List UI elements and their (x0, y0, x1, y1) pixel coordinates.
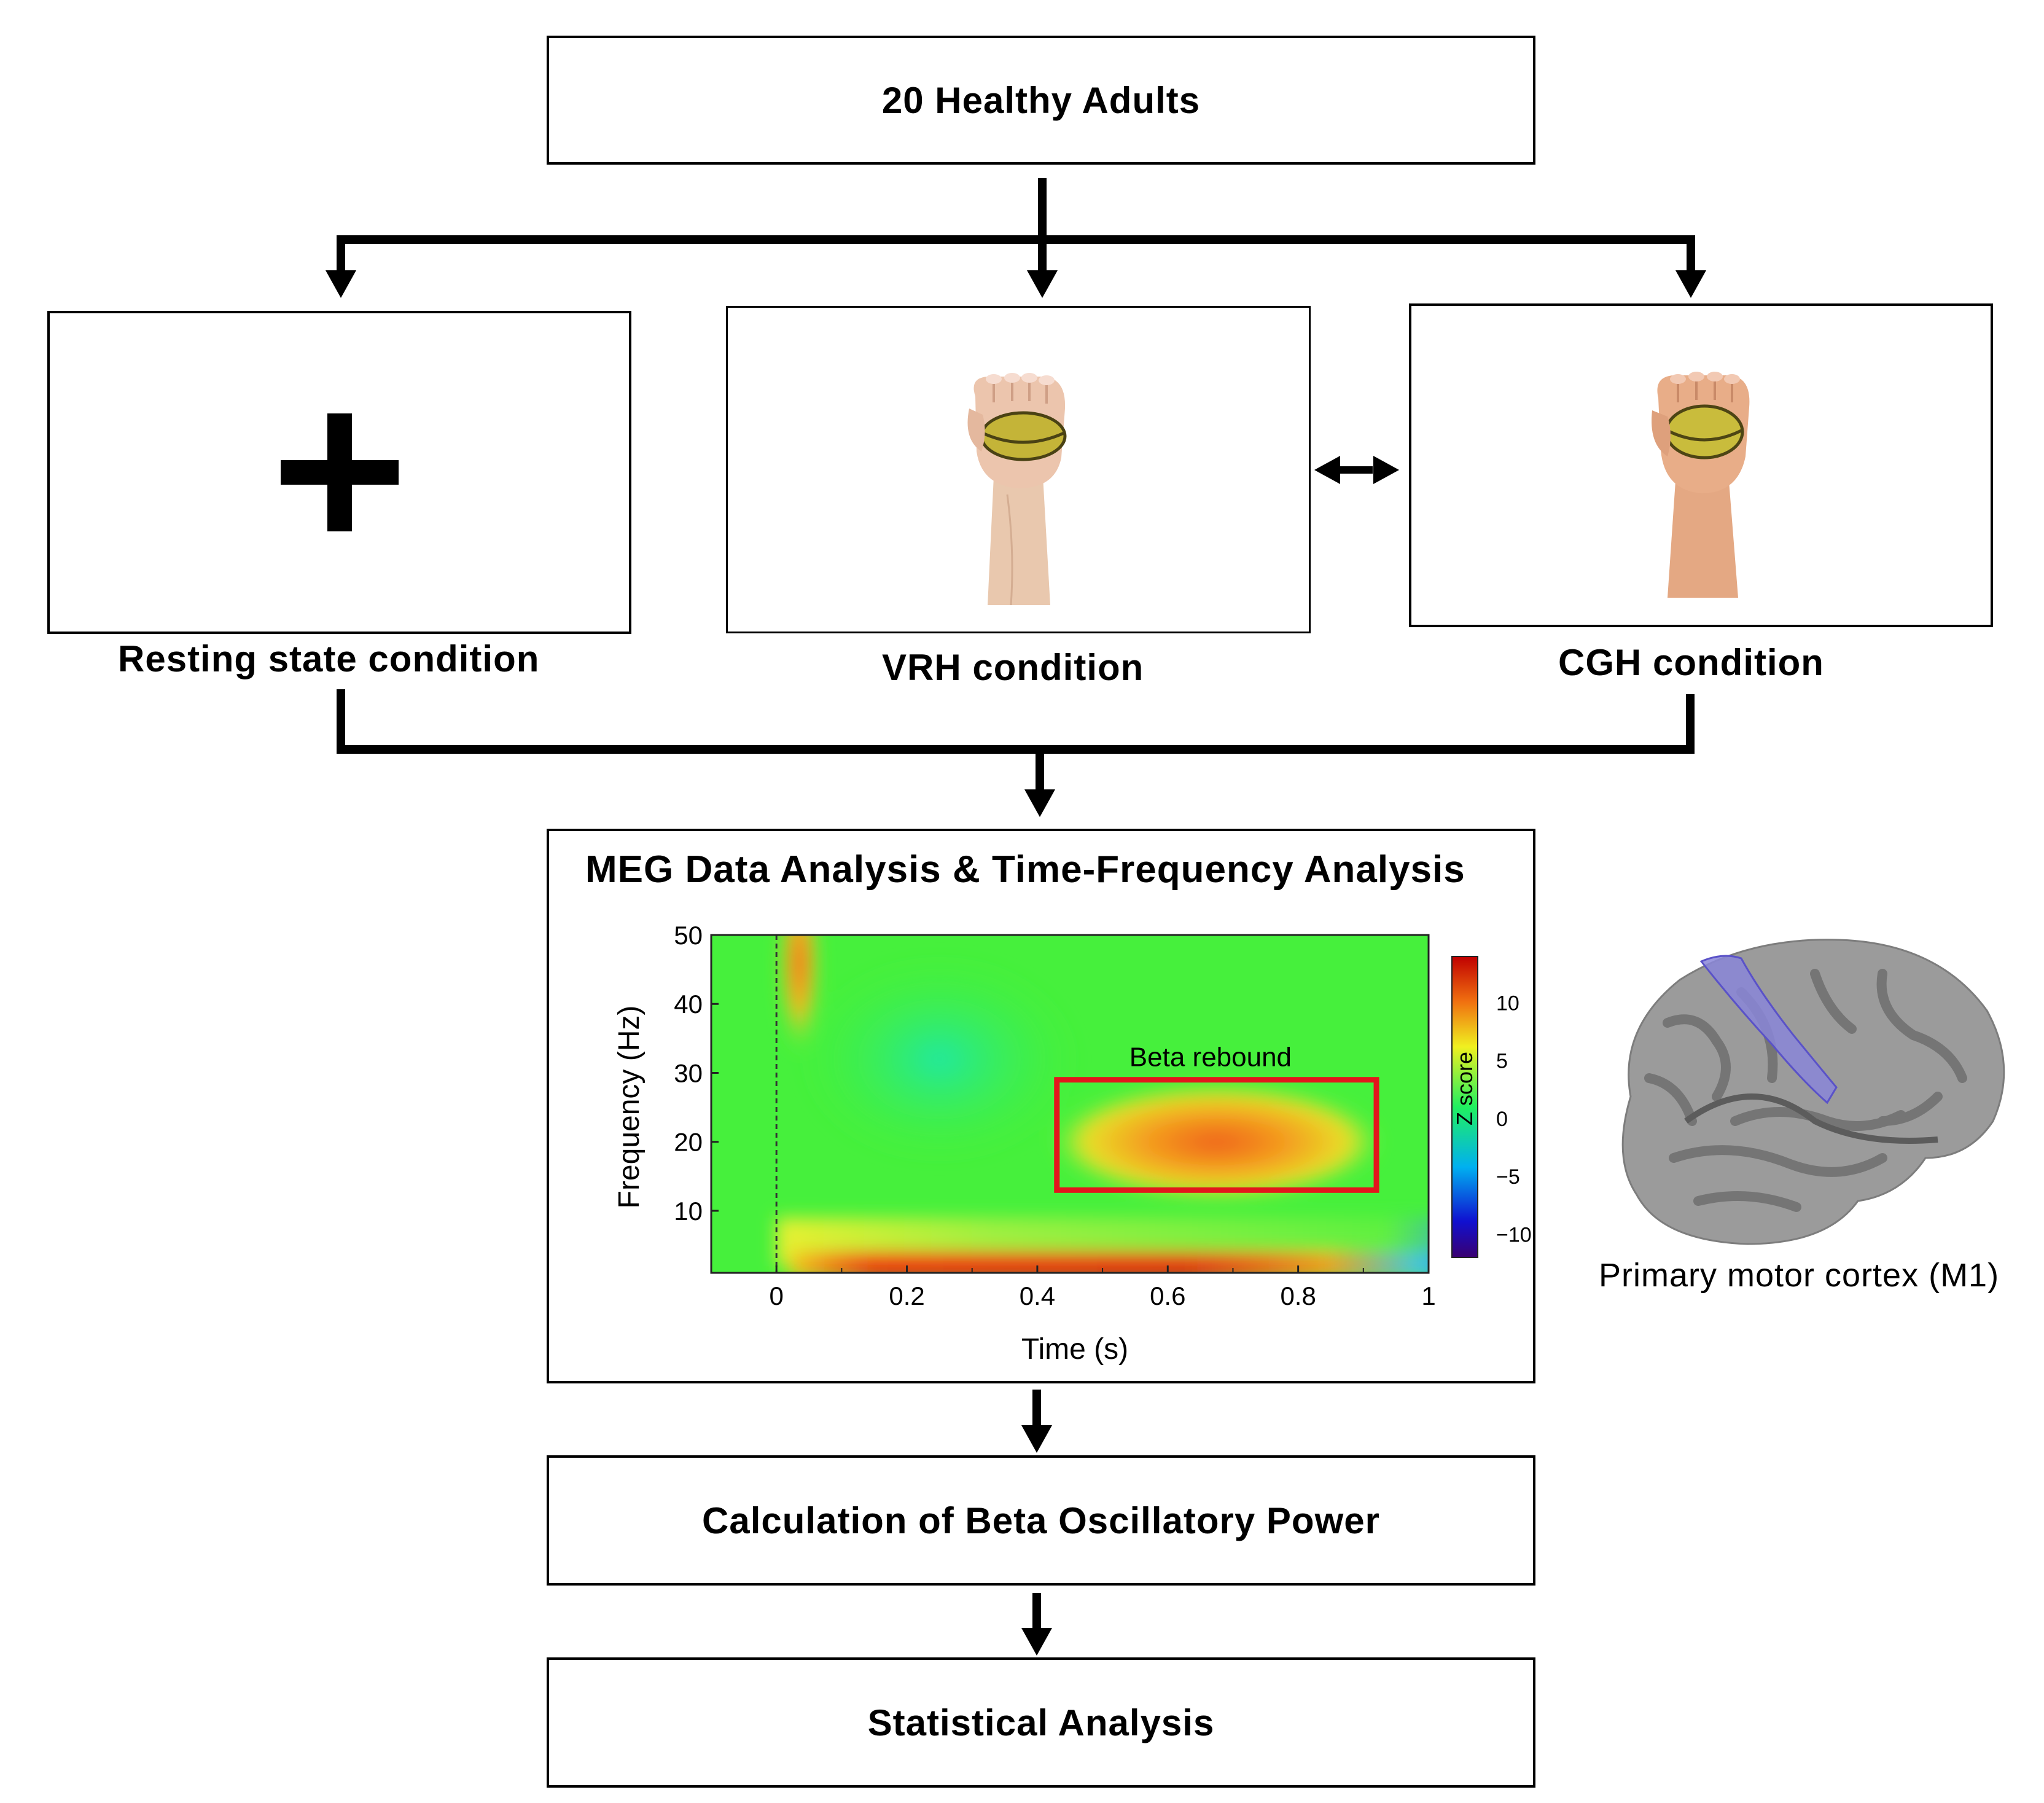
cg-hand-squeezing-ball-icon (1651, 371, 1749, 598)
beta-rebound-box (1054, 1077, 1379, 1193)
y-tick-label: 20 (674, 1128, 703, 1157)
vrh-label: VRH condition (882, 647, 1144, 688)
resting-state-label: Resting state condition (118, 638, 540, 679)
y-axis-label: Frequency (Hz) (613, 1006, 646, 1209)
cgh-panel (1409, 303, 1993, 627)
heatmap-low-freq (789, 1252, 1429, 1273)
beta-power-box: Calculation of Beta Oscillatory Power (547, 1455, 1535, 1586)
y-tick-label: 30 (674, 1058, 703, 1087)
x-axis-label: Time (s) (1021, 1333, 1128, 1366)
x-tick-label: 0.4 (1020, 1281, 1055, 1310)
m1-caption: Primary motor cortex (M1) (1599, 1257, 2000, 1294)
heatmap-beta-blob (1050, 1083, 1383, 1200)
heatmap-fill (711, 935, 1429, 1273)
participants-label: 20 Healthy Adults (881, 79, 1201, 121)
hand-squeezing-ball-icon (967, 372, 1067, 605)
beta-power-label: Calculation of Beta Oscillatory Power (702, 1500, 1380, 1541)
beta-rebound-label: Beta rebound (1129, 1042, 1292, 1073)
statistical-analysis-label: Statistical Analysis (867, 1702, 1215, 1743)
y-tick-label: 10 (674, 1197, 703, 1226)
colorbar-label: Z score (1452, 1052, 1477, 1125)
colorbar-tick-label: 10 (1496, 991, 1519, 1015)
fixation-cross-icon (280, 413, 399, 531)
y-tick-label: 50 (674, 921, 703, 950)
bidirectional-arrow-icon (1314, 456, 1399, 484)
colorbar-tick-label: 0 (1496, 1108, 1508, 1131)
heatmap-gamma-burst (778, 935, 821, 1082)
x-tick-label: 0.2 (889, 1281, 924, 1310)
x-tick-label: 1 (1421, 1281, 1435, 1310)
plot-frame (710, 934, 1430, 1274)
x-tick-label: 0.8 (1280, 1281, 1316, 1310)
resting-state-panel (47, 311, 631, 634)
colorbar-tick-label: 5 (1496, 1050, 1508, 1073)
colorbar-tick-label: −10 (1496, 1223, 1532, 1246)
meg-analysis-title: MEG Data Analysis & Time-Frequency Analy… (585, 848, 1465, 891)
statistical-analysis-box: Statistical Analysis (547, 1657, 1535, 1788)
heatmap-blobs (776, 935, 1429, 1273)
x-tick-label: 0.6 (1150, 1281, 1185, 1310)
participants-box: 20 Healthy Adults (547, 36, 1535, 165)
heatmap-trough (798, 955, 1081, 1164)
cgh-label: CGH condition (1558, 642, 1824, 683)
colorbar-tick-label: −5 (1496, 1165, 1520, 1189)
vrh-panel (726, 306, 1311, 633)
colorbar (1451, 956, 1478, 1258)
y-tick-label: 40 (674, 990, 703, 1019)
x-tick-label: 0 (770, 1281, 784, 1310)
brain-m1-illustration (1621, 939, 2005, 1245)
